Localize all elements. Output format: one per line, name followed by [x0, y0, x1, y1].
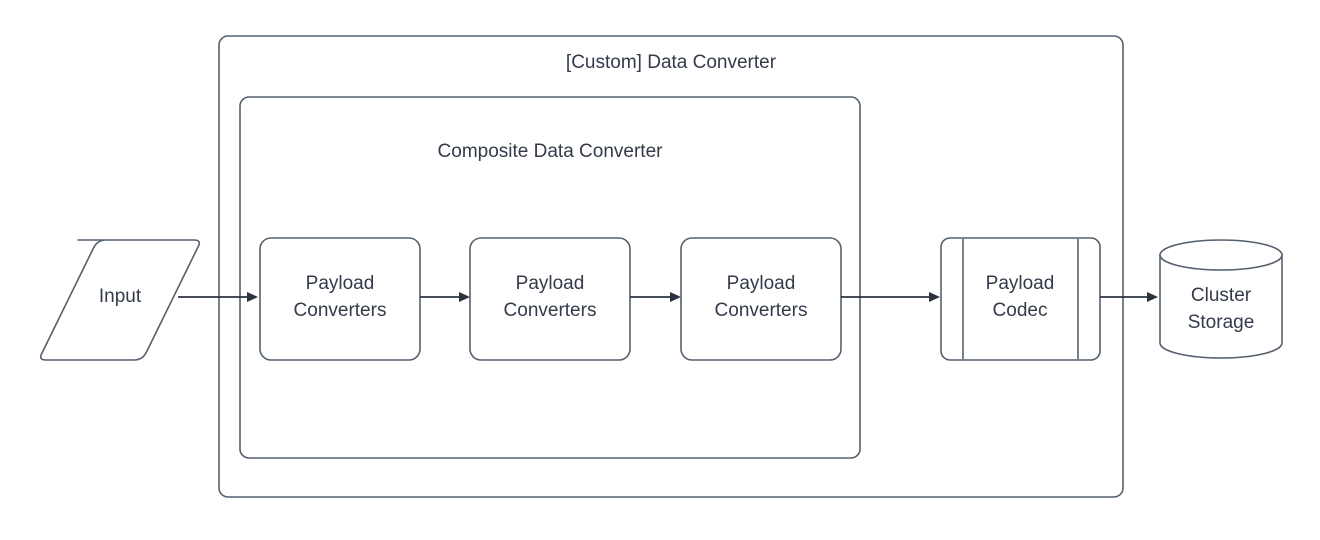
input-label: Input: [99, 286, 142, 307]
node-payload-converters-1[interactable]: Payload Converters: [259, 237, 421, 361]
edge-pc1-to-pc2-arrowhead: [459, 292, 470, 302]
composite-data-converter-label: Composite Data Converter: [438, 141, 664, 162]
node-payload-converters-2[interactable]: Payload Converters: [469, 237, 631, 361]
edge-codec-to-cluster-storage: [1100, 292, 1158, 302]
payload-codec-label-line2: Codec: [993, 300, 1048, 321]
payload-converters-3-label-line2: Converters: [715, 300, 808, 321]
node-input[interactable]: Input: [39, 239, 201, 361]
container-composite-data-converter[interactable]: Composite Data Converter: [239, 96, 861, 459]
payload-converters-1-box[interactable]: [259, 237, 421, 361]
cluster-storage-top-ellipse: [1159, 239, 1283, 271]
edge-payload-converters-2-to-3: [630, 292, 681, 302]
edge-pc2-to-pc3-arrowhead: [670, 292, 681, 302]
cluster-storage-body[interactable]: [1159, 254, 1283, 359]
cluster-storage-label-line1: Cluster: [1191, 285, 1252, 306]
edge-input-to-pc1-arrowhead: [247, 292, 258, 302]
payload-converters-2-box[interactable]: [469, 237, 631, 361]
custom-data-converter-label: [Custom] Data Converter: [566, 52, 777, 73]
container-custom-data-converter[interactable]: [Custom] Data Converter: [218, 35, 1124, 498]
payload-converters-1-label-line1: Payload: [306, 273, 375, 294]
edge-payload-converters-3-to-codec: [841, 292, 940, 302]
cluster-storage-label-line2: Storage: [1188, 312, 1255, 333]
node-cluster-storage[interactable]: Cluster Storage: [1159, 239, 1283, 359]
payload-codec-label-line1: Payload: [986, 273, 1055, 294]
composite-data-converter-box[interactable]: [239, 96, 861, 459]
payload-converters-2-label-line1: Payload: [516, 273, 585, 294]
payload-converters-1-label-line2: Converters: [294, 300, 387, 321]
payload-converters-2-label-line2: Converters: [504, 300, 597, 321]
node-payload-converters-3[interactable]: Payload Converters: [680, 237, 842, 361]
node-payload-codec[interactable]: Payload Codec: [940, 237, 1101, 361]
payload-codec-box[interactable]: [940, 237, 1101, 361]
edge-input-to-payload-converters-1: [178, 292, 258, 302]
edge-pc3-to-codec-arrowhead: [929, 292, 940, 302]
custom-data-converter-box[interactable]: [218, 35, 1124, 498]
input-parallelogram[interactable]: [39, 239, 201, 361]
payload-converters-3-box[interactable]: [680, 237, 842, 361]
edge-codec-to-storage-arrowhead: [1147, 292, 1158, 302]
edge-payload-converters-1-to-2: [420, 292, 470, 302]
payload-converters-3-label-line1: Payload: [727, 273, 796, 294]
